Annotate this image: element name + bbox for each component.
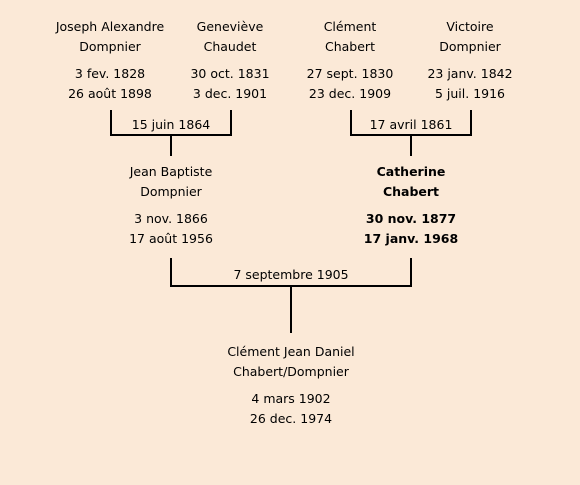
connector-line bbox=[350, 110, 352, 136]
person-name-line2: Dompnier bbox=[439, 39, 501, 54]
person-dates: 30 nov. 1877 17 janv. 1968 bbox=[364, 209, 458, 249]
person-dates: 3 fev. 1828 26 août 1898 bbox=[56, 64, 164, 104]
person-dates: 27 sept. 1830 23 dec. 1909 bbox=[307, 64, 394, 104]
connector-line bbox=[470, 110, 472, 136]
death-date: 17 août 1956 bbox=[129, 231, 213, 246]
marriage-date-dompnier-chaudet: 15 juin 1864 bbox=[128, 117, 214, 133]
person-name-line2: Dompnier bbox=[79, 39, 141, 54]
descent-line bbox=[170, 134, 172, 156]
person-name-line1: Clément Jean Daniel bbox=[227, 344, 355, 359]
connector-line bbox=[110, 110, 112, 136]
person-name: Victoire Dompnier bbox=[427, 17, 512, 57]
connector-line bbox=[170, 258, 172, 287]
person-clement-jean-daniel-chabert-dompnier: Clément Jean Daniel Chabert/Dompnier 4 m… bbox=[227, 342, 354, 429]
connector-line bbox=[230, 110, 232, 136]
person-name-line2: Chabert bbox=[382, 184, 440, 199]
marriage-date-chabert-dompnier: 17 avril 1861 bbox=[366, 117, 456, 133]
person-dates: 3 nov. 1866 17 août 1956 bbox=[129, 209, 213, 249]
person-name-line2: Dompnier bbox=[140, 184, 202, 199]
person-name-line1: Clément bbox=[323, 19, 377, 34]
person-name-line1: Joseph Alexandre bbox=[55, 19, 165, 34]
person-catherine-chabert: Catherine Chabert 30 nov. 1877 17 janv. … bbox=[364, 162, 458, 249]
death-date: 23 dec. 1909 bbox=[308, 86, 392, 101]
death-date: 26 dec. 1974 bbox=[249, 411, 333, 426]
person-victoire-dompnier: Victoire Dompnier 23 janv. 1842 5 juil. … bbox=[427, 17, 512, 104]
birth-date: 27 sept. 1830 bbox=[306, 66, 394, 81]
birth-date: 3 fev. 1828 bbox=[74, 66, 146, 81]
person-name: Geneviève Chaudet bbox=[190, 17, 269, 57]
person-jean-baptiste-dompnier: Jean Baptiste Dompnier 3 nov. 1866 17 ao… bbox=[129, 162, 213, 249]
person-name-line1: Catherine bbox=[376, 164, 446, 179]
birth-date: 23 janv. 1842 bbox=[427, 66, 513, 81]
death-date: 3 dec. 1901 bbox=[192, 86, 268, 101]
connector-line bbox=[410, 258, 412, 287]
person-name: Catherine Chabert bbox=[364, 162, 458, 202]
marriage-date-jean-catherine: 7 septembre 1905 bbox=[230, 267, 352, 283]
person-name: Clément Jean Daniel Chabert/Dompnier bbox=[227, 342, 354, 382]
birth-date: 3 nov. 1866 bbox=[134, 211, 208, 226]
person-name-line1: Geneviève bbox=[196, 19, 264, 34]
death-date: 5 juil. 1916 bbox=[434, 86, 506, 101]
person-name-line1: Victoire bbox=[446, 19, 494, 34]
person-dates: 30 oct. 1831 3 dec. 1901 bbox=[190, 64, 269, 104]
descent-line bbox=[410, 134, 412, 156]
birth-date: 4 mars 1902 bbox=[251, 391, 331, 406]
person-clement-chabert: Clément Chabert 27 sept. 1830 23 dec. 19… bbox=[307, 17, 394, 104]
person-dates: 23 janv. 1842 5 juil. 1916 bbox=[427, 64, 512, 104]
person-name-line2: Chabert bbox=[325, 39, 375, 54]
person-joseph-alexandre-dompnier: Joseph Alexandre Dompnier 3 fev. 1828 26… bbox=[56, 17, 164, 104]
person-name: Joseph Alexandre Dompnier bbox=[56, 17, 164, 57]
person-dates: 4 mars 1902 26 dec. 1974 bbox=[227, 389, 354, 429]
person-name: Jean Baptiste Dompnier bbox=[129, 162, 213, 202]
person-name: Clément Chabert bbox=[307, 17, 394, 57]
person-name-line1: Jean Baptiste bbox=[129, 164, 213, 179]
descent-line bbox=[290, 285, 292, 333]
person-name-line2: Chabert/Dompnier bbox=[233, 364, 349, 379]
person-name-line2: Chaudet bbox=[203, 39, 257, 54]
person-genevieve-chaudet: Geneviève Chaudet 30 oct. 1831 3 dec. 19… bbox=[190, 17, 269, 104]
death-date: 17 janv. 1968 bbox=[363, 231, 459, 246]
death-date: 26 août 1898 bbox=[68, 86, 152, 101]
birth-date: 30 oct. 1831 bbox=[190, 66, 270, 81]
birth-date: 30 nov. 1877 bbox=[365, 211, 457, 226]
